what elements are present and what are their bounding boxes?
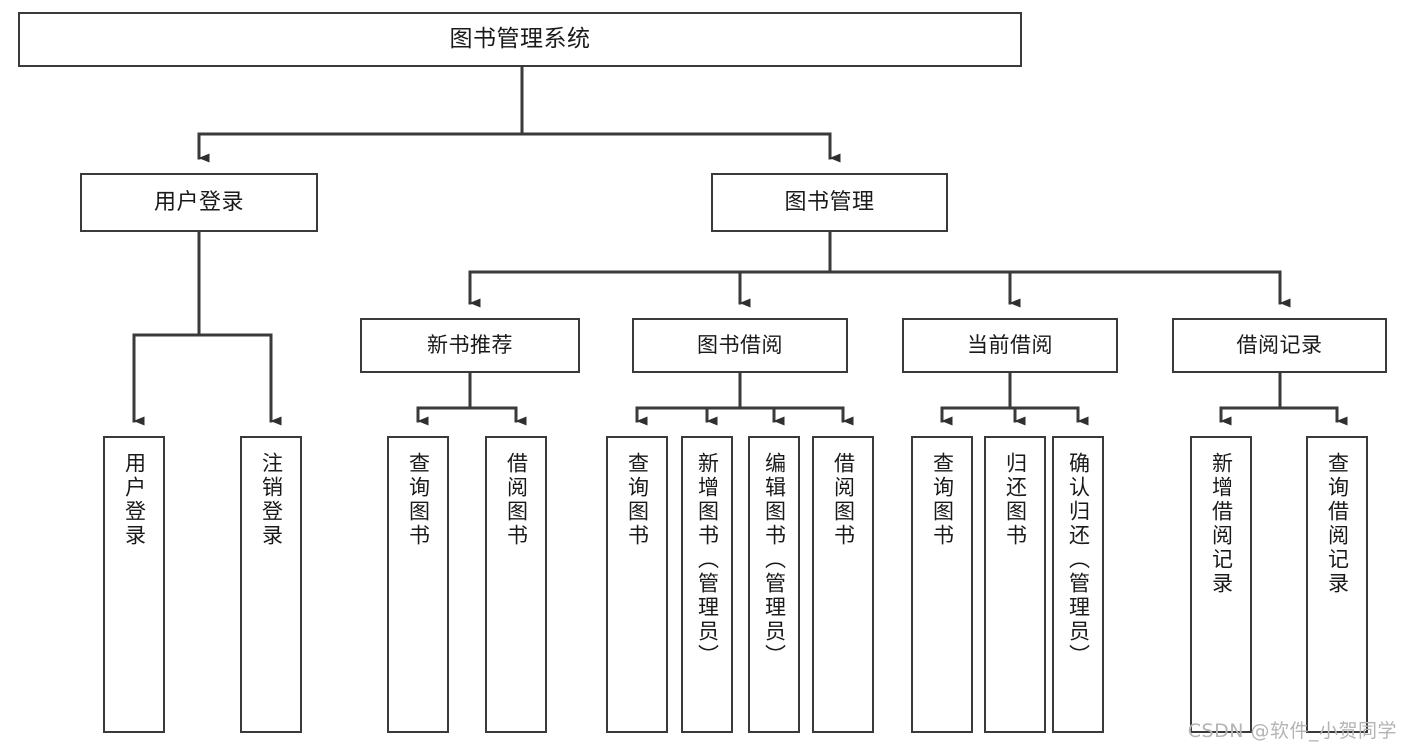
csdn-watermark: CSDN @软件_小贺同学 xyxy=(1187,720,1397,742)
node-label: 图书借阅 xyxy=(697,333,783,358)
node-label: 图书管理系统 xyxy=(449,26,591,53)
node-label: 新增借阅记录 xyxy=(1209,452,1234,596)
node-leaf-borrow-book-2[interactable]: 借阅图书 xyxy=(812,436,874,733)
node-label: 借阅图书 xyxy=(831,452,856,548)
node-leaf-add-book-admin[interactable]: 新增图书（管理员） xyxy=(681,436,733,733)
node-label: 查询借阅记录 xyxy=(1325,452,1350,596)
node-label: 借阅记录 xyxy=(1236,333,1323,358)
node-label: 查询图书 xyxy=(406,452,431,548)
node-label: 图书管理 xyxy=(784,189,875,215)
node-leaf-borrow-book-1[interactable]: 借阅图书 xyxy=(485,436,547,733)
node-leaf-edit-book-admin[interactable]: 编辑图书（管理员） xyxy=(748,436,800,733)
node-label: 查询图书 xyxy=(930,452,955,548)
node-label: 当前借阅 xyxy=(967,333,1053,358)
node-label: 新书推荐 xyxy=(427,333,513,358)
node-new-book-recommend[interactable]: 新书推荐 xyxy=(360,318,580,373)
node-book-management[interactable]: 图书管理 xyxy=(711,173,948,232)
node-leaf-return-book[interactable]: 归还图书 xyxy=(984,436,1046,733)
node-leaf-query-book-2[interactable]: 查询图书 xyxy=(606,436,668,733)
node-root-system[interactable]: 图书管理系统 xyxy=(18,12,1022,67)
node-label: 用户登录 xyxy=(153,189,244,215)
node-leaf-logout[interactable]: 注销登录 xyxy=(240,436,302,733)
node-leaf-query-book-1[interactable]: 查询图书 xyxy=(387,436,449,733)
node-label: 注销登录 xyxy=(259,452,284,548)
node-leaf-query-borrow-record[interactable]: 查询借阅记录 xyxy=(1306,436,1368,733)
node-leaf-query-book-3[interactable]: 查询图书 xyxy=(911,436,973,733)
node-label: 查询图书 xyxy=(625,452,650,548)
node-label: 编辑图书（管理员） xyxy=(762,452,787,668)
node-leaf-user-login[interactable]: 用户登录 xyxy=(103,436,165,733)
node-leaf-add-borrow-record[interactable]: 新增借阅记录 xyxy=(1190,436,1252,733)
node-label: 确认归还（管理员） xyxy=(1066,452,1091,668)
node-borrow-record[interactable]: 借阅记录 xyxy=(1172,318,1387,373)
node-book-borrow[interactable]: 图书借阅 xyxy=(632,318,848,373)
node-current-borrow[interactable]: 当前借阅 xyxy=(902,318,1118,373)
node-user-login[interactable]: 用户登录 xyxy=(80,173,318,232)
node-label: 用户登录 xyxy=(122,452,147,548)
node-leaf-confirm-return-admin[interactable]: 确认归还（管理员） xyxy=(1052,436,1104,733)
node-label: 新增图书（管理员） xyxy=(695,452,720,668)
node-label: 借阅图书 xyxy=(504,452,529,548)
node-label: 归还图书 xyxy=(1003,452,1028,548)
